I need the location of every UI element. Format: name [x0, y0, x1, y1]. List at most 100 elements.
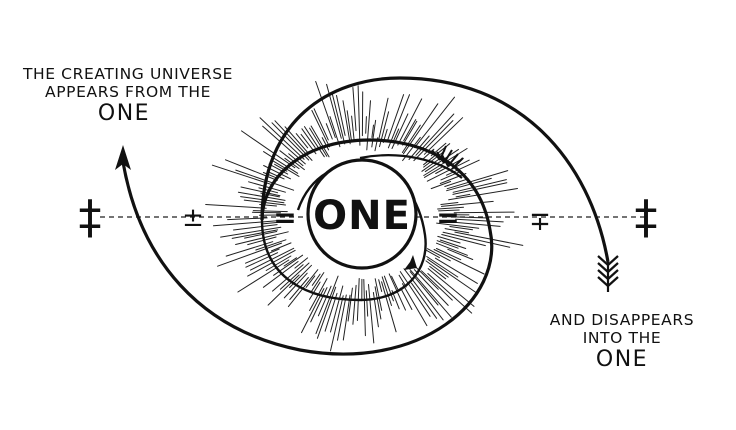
light-ray [440, 202, 459, 205]
top-left-caption: THE CREATING UNIVERSE APPEARS FROM THE O… [22, 65, 233, 126]
light-ray [347, 287, 353, 322]
light-ray [444, 178, 469, 187]
light-ray [321, 137, 330, 151]
light-ray [301, 128, 316, 149]
caption-tl-line2: APPEARS FROM THE [45, 83, 211, 101]
light-ray [440, 170, 462, 181]
caption-tl-line3: ONE [98, 101, 150, 126]
light-ray [237, 259, 290, 293]
light-ray [217, 242, 282, 267]
light-ray [378, 279, 383, 292]
light-ray [352, 87, 357, 132]
light-ray [245, 252, 279, 268]
light-ray [442, 231, 511, 248]
light-ray [310, 125, 330, 158]
light-ray [304, 126, 325, 158]
light-ray [444, 228, 470, 234]
caption-tl-line1: THE CREATING UNIVERSE [22, 65, 233, 83]
light-ray [426, 159, 470, 182]
light-ray [455, 218, 504, 223]
light-ray [452, 182, 508, 195]
light-ray [317, 285, 332, 317]
light-ray [425, 249, 440, 259]
light-ray [433, 249, 485, 275]
light-ray [446, 177, 492, 192]
light-ray [429, 265, 447, 280]
light-ray [381, 276, 392, 306]
light-ray [342, 294, 351, 341]
light-ray [252, 210, 288, 213]
light-ray [233, 224, 278, 231]
light-ray [371, 124, 374, 138]
light-ray [248, 181, 286, 193]
caption-br-line2: INTO THE [583, 329, 661, 347]
inner-feather-arc [359, 154, 463, 179]
caption-br-line3: ONE [596, 347, 648, 372]
light-ray [267, 274, 300, 306]
center-circle [306, 158, 418, 270]
light-ray [441, 234, 486, 247]
spiral-outer-path [121, 138, 494, 356]
light-ray [374, 278, 383, 311]
light-ray [397, 98, 423, 146]
light-ray [427, 258, 477, 294]
light-ray [409, 268, 452, 318]
light-ray [313, 108, 329, 141]
light-ray [366, 100, 371, 151]
light-ray [289, 277, 309, 300]
light-ray [244, 231, 278, 239]
light-ray [331, 93, 346, 145]
light-ray [402, 120, 418, 146]
light-ray [330, 285, 344, 333]
light-ray [446, 170, 509, 190]
light-ray [421, 158, 440, 172]
feather-fletching-inner-icon [431, 145, 464, 170]
light-ray [455, 193, 471, 198]
light-ray [263, 151, 299, 174]
far-left-double-dagger-icon: ‡ [79, 190, 102, 244]
light-ray [336, 95, 346, 136]
light-ray [213, 220, 281, 227]
bottom-right-caption: AND DISAPPEARS INTO THE ONE [550, 311, 694, 372]
light-ray [421, 270, 453, 301]
light-ray [271, 242, 292, 252]
light-ray [315, 81, 336, 138]
light-ray [383, 275, 394, 302]
light-ray [427, 248, 451, 262]
light-ray [425, 260, 449, 278]
light-ray [449, 226, 473, 231]
light-ray [371, 119, 377, 148]
light-ray [205, 204, 267, 209]
light-ray [279, 262, 310, 290]
left-equals-icon: = [273, 201, 296, 234]
light-ray [260, 221, 281, 225]
light-ray [423, 165, 444, 178]
light-ray [346, 110, 353, 143]
spiral-upper-arc [260, 76, 610, 263]
light-ray [436, 222, 480, 229]
light-ray [245, 248, 280, 264]
light-ray [351, 115, 355, 141]
light-ray [237, 191, 286, 201]
light-ray [265, 255, 292, 271]
light-ray [434, 257, 478, 284]
light-ray [241, 130, 296, 169]
light-ray [247, 236, 277, 246]
light-ray [435, 157, 464, 174]
light-ray [337, 294, 347, 341]
light-ray [309, 281, 321, 300]
light-ray [400, 287, 413, 310]
light-ray [305, 275, 316, 288]
light-ray [401, 124, 421, 153]
light-ray [436, 248, 462, 261]
light-ray [448, 188, 518, 201]
inner-right-minus-plus-icon: ∓ [529, 207, 551, 237]
light-ray [220, 226, 282, 238]
light-ray [342, 100, 351, 145]
light-ray [454, 231, 524, 246]
light-ray [325, 123, 333, 140]
light-ray [387, 94, 405, 140]
light-ray [378, 97, 389, 141]
light-ray [413, 269, 449, 306]
